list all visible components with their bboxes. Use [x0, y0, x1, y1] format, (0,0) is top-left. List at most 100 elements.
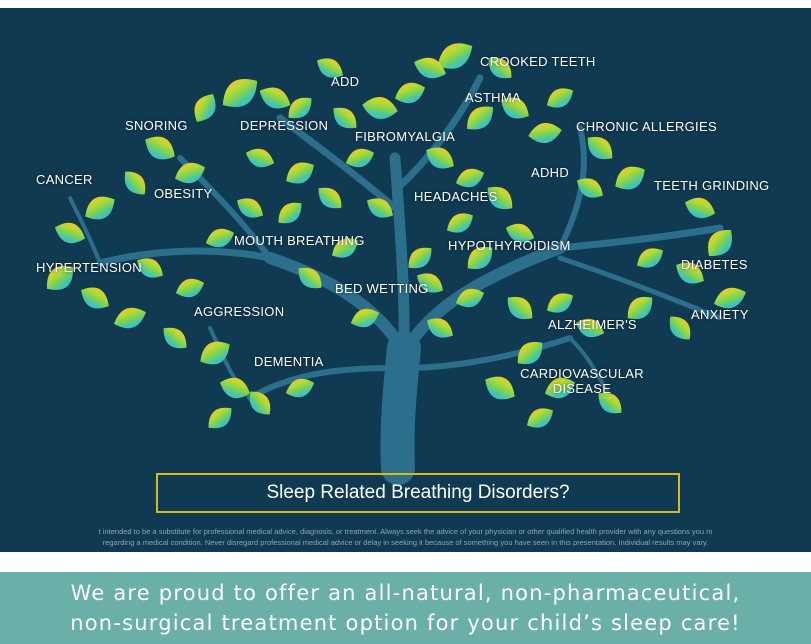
leaf — [332, 238, 358, 258]
label-asthma: ASTHMA — [465, 90, 521, 105]
label-cardiovascular-disease: CARDIOVASCULAR DISEASE — [512, 366, 652, 396]
leaf — [637, 248, 663, 268]
leaf — [222, 78, 258, 108]
leaf — [676, 262, 704, 284]
leaf — [466, 106, 494, 130]
leaf — [467, 246, 493, 270]
leaf — [426, 147, 454, 169]
label-bed-wetting: BED WETTING — [335, 281, 429, 296]
leaf — [414, 57, 446, 79]
leaf — [528, 123, 562, 143]
leaf — [350, 308, 380, 328]
leaf — [547, 293, 573, 313]
leaf — [488, 57, 512, 79]
label-diabetes: DIABETES — [681, 257, 748, 272]
leaf — [245, 148, 275, 168]
leaf — [362, 97, 398, 119]
tree-diagram-panel: CROOKED TEETH ADD ASTHMA SNORING DEPRESS… — [0, 8, 811, 552]
leaf — [208, 407, 232, 429]
leaf — [394, 82, 426, 104]
label-aggression: AGGRESSION — [194, 304, 285, 319]
leaf — [587, 136, 613, 160]
leaf — [285, 378, 315, 398]
tree-graphic — [46, 43, 746, 485]
leaf — [278, 202, 302, 224]
leaf — [427, 318, 453, 338]
banner-line2: non-surgical treatment option for your c… — [70, 611, 741, 635]
label-anxiety: ANXIETY — [691, 307, 749, 322]
leaf — [175, 278, 205, 298]
label-headaches: HEADACHES — [414, 189, 498, 204]
leaf — [417, 273, 443, 293]
promo-banner: We are proud to offer an all-natural, no… — [0, 572, 811, 644]
label-depression: DEPRESSION — [240, 118, 329, 133]
leaf — [507, 296, 533, 320]
disclaimer-line2: regarding a medical condition. Never dis… — [102, 538, 709, 547]
leaf — [615, 166, 645, 190]
leaf — [333, 107, 357, 129]
label-cardiovascular-line1: CARDIOVASCULAR — [520, 366, 644, 381]
leaf — [487, 186, 513, 210]
label-hypertension: HYPERTENSION — [36, 260, 142, 275]
label-chronic-allergies: CHRONIC ALLERGIES — [576, 119, 717, 134]
leaf — [249, 391, 271, 415]
leaf — [684, 197, 716, 219]
leaf — [124, 171, 146, 195]
leaf — [627, 296, 653, 320]
diagram-title: Sleep Related Breathing Disorders? — [156, 473, 680, 513]
tree-leaves — [46, 43, 746, 429]
label-dementia: DEMENTIA — [254, 354, 324, 369]
leaf — [527, 408, 553, 428]
leaf — [298, 267, 322, 289]
leaf — [200, 341, 230, 365]
label-add: ADD — [331, 74, 360, 89]
leaf — [286, 162, 314, 184]
leaf — [317, 58, 343, 78]
leaf — [575, 318, 605, 338]
label-alzheimers: ALZHEIMER'S — [548, 317, 637, 332]
leaf — [205, 228, 235, 248]
label-adhd: ADHD — [531, 165, 570, 180]
leaf — [174, 162, 206, 184]
leaf — [577, 178, 603, 198]
leaf — [505, 223, 535, 243]
leaf — [708, 229, 732, 257]
leaf — [46, 266, 74, 290]
tree-trunk — [68, 74, 724, 485]
banner-line1: We are proud to offer an all-natural, no… — [70, 581, 741, 605]
leaf — [455, 288, 485, 308]
leaf — [237, 198, 263, 218]
label-mouth-breathing: MOUTH BREATHING — [234, 233, 365, 248]
leaf — [669, 316, 691, 340]
leaf — [447, 213, 473, 233]
leaf — [81, 287, 109, 309]
disclaimer-text: t intended to be a substitute for profes… — [0, 526, 811, 548]
leaf — [114, 307, 146, 329]
leaf — [85, 196, 115, 220]
leaf — [501, 97, 529, 119]
label-hypothyroidism: HYPOTHYROIDISM — [448, 238, 571, 253]
leaf — [163, 327, 187, 349]
leaf — [194, 94, 216, 122]
label-cardiovascular-line2: DISEASE — [552, 381, 612, 396]
leaf — [219, 377, 251, 399]
label-crooked-teeth: CROOKED TEETH — [480, 54, 596, 69]
leaf — [714, 287, 746, 309]
leaf — [259, 87, 291, 109]
leaf — [598, 392, 622, 414]
leaf — [485, 376, 515, 400]
leaf — [408, 247, 432, 269]
leaf — [455, 168, 485, 188]
leaf — [544, 377, 576, 399]
leaf — [288, 97, 312, 119]
label-fibromyalgia: FIBROMYALGIA — [355, 129, 456, 144]
disclaimer-line1: t intended to be a substitute for profes… — [98, 527, 713, 536]
label-snoring: SNORING — [125, 118, 188, 133]
leaf — [367, 198, 393, 218]
leaf — [517, 341, 543, 365]
leaf — [437, 43, 473, 69]
leaf — [54, 222, 86, 244]
leaf — [318, 187, 342, 209]
leaf — [547, 88, 573, 108]
leaf — [145, 136, 175, 160]
